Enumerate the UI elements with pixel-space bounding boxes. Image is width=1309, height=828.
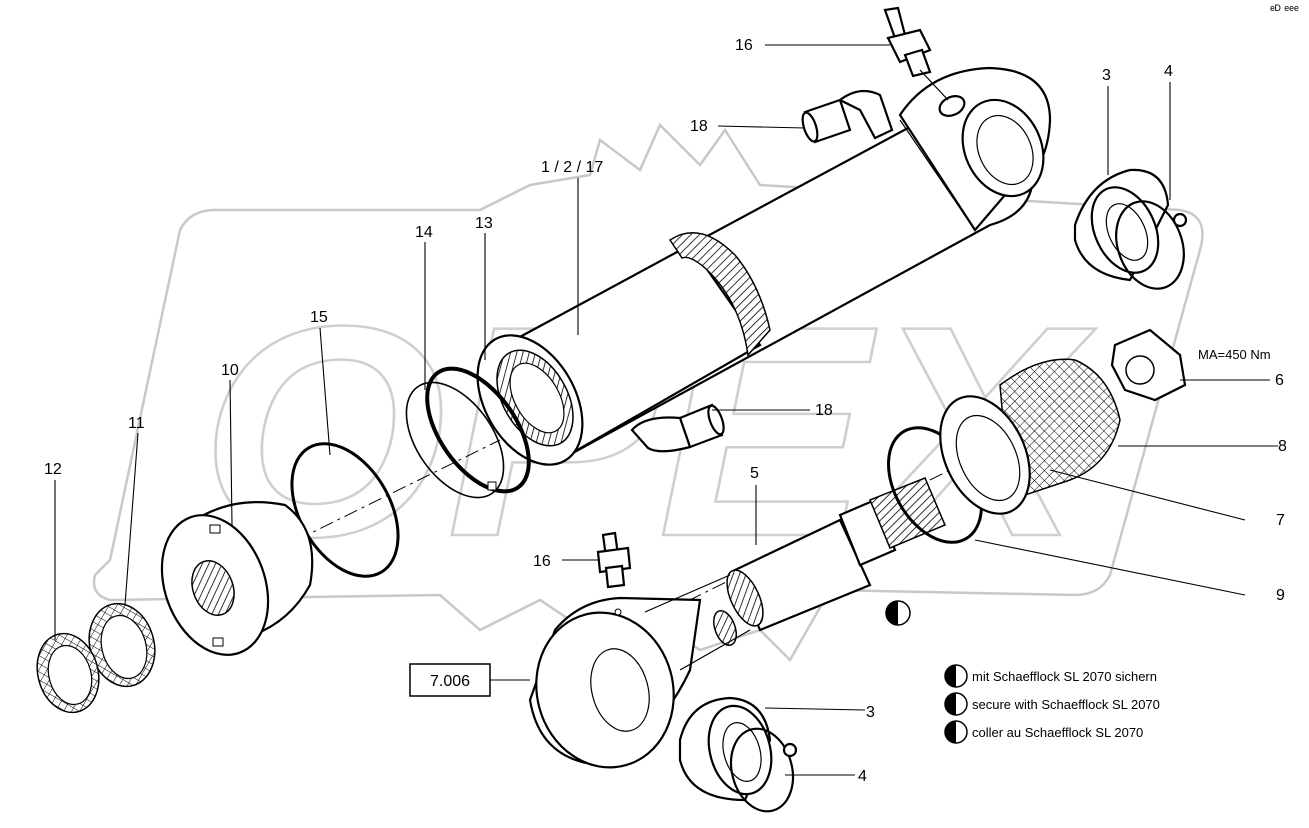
circlip-top xyxy=(1115,200,1188,290)
callout-16-bottom: 16 xyxy=(533,553,551,570)
callout-5: 5 xyxy=(750,465,759,482)
torque-note: MA=450 Nm xyxy=(1198,347,1271,362)
callout-3-bottom: 3 xyxy=(866,704,875,721)
callout-3-top: 3 xyxy=(1102,67,1111,84)
legend-text-de: mit Schaefflock SL 2070 sichern xyxy=(972,669,1157,684)
grease-nipple-top xyxy=(883,6,949,101)
reference-box-label: 7.006 xyxy=(430,673,470,690)
guide-ring-11 xyxy=(88,602,156,688)
callout-18-top: 18 xyxy=(690,118,708,135)
legend-text-en: secure with Schaefflock SL 2070 xyxy=(972,697,1160,712)
cylinder-head-8 xyxy=(939,358,1121,515)
legend-item: coller au Schaefflock SL 2070 xyxy=(944,720,1143,744)
hydraulic-fitting-top xyxy=(801,89,894,144)
callout-8: 8 xyxy=(1278,438,1287,455)
hydraulic-fitting-mid xyxy=(630,403,725,453)
callout-13: 13 xyxy=(475,215,493,232)
callout-12: 12 xyxy=(44,461,62,478)
callout-1-2-17: 1 / 2 / 17 xyxy=(541,159,603,176)
bushing-top xyxy=(1073,168,1170,282)
legend-item: secure with Schaefflock SL 2070 xyxy=(944,692,1160,716)
legend-item: mit Schaefflock SL 2070 sichern xyxy=(944,664,1157,688)
cylinder-barrel xyxy=(476,66,1052,466)
leader-lines xyxy=(54,44,1278,776)
threadlock-symbol xyxy=(885,600,911,626)
circlip-bottom xyxy=(729,727,798,813)
piston-rod-5 xyxy=(726,477,946,632)
callout-7: 7 xyxy=(1276,512,1285,529)
grease-nipple-bottom xyxy=(596,531,632,589)
legend: mit Schaefflock SL 2070 sichern secure w… xyxy=(944,664,1160,744)
bushing-bottom xyxy=(678,696,773,802)
callout-11: 11 xyxy=(128,415,145,432)
callout-4-top: 4 xyxy=(1164,63,1173,80)
callout-14: 14 xyxy=(415,224,433,241)
guide-ring-12 xyxy=(36,632,100,714)
callout-18-mid: 18 xyxy=(815,402,833,419)
callout-4-bottom: 4 xyxy=(858,768,867,785)
callout-10: 10 xyxy=(221,362,239,379)
corner-mark: ᵉᴰ ᵉᵉᵉ xyxy=(1270,2,1299,17)
ring-13 xyxy=(425,366,531,494)
callout-15: 15 xyxy=(310,309,328,326)
reference-box: 7.006 xyxy=(409,663,491,697)
callout-16-top: 16 xyxy=(735,37,753,54)
legend-text-fr: coller au Schaefflock SL 2070 xyxy=(972,725,1143,740)
ring-14 xyxy=(405,381,505,499)
watermark-frame xyxy=(92,122,1204,663)
callout-6: 6 xyxy=(1275,372,1284,389)
rod-eye xyxy=(528,574,751,769)
piston-10 xyxy=(160,501,314,656)
nut-6 xyxy=(1110,328,1187,402)
callout-9: 9 xyxy=(1276,587,1285,604)
